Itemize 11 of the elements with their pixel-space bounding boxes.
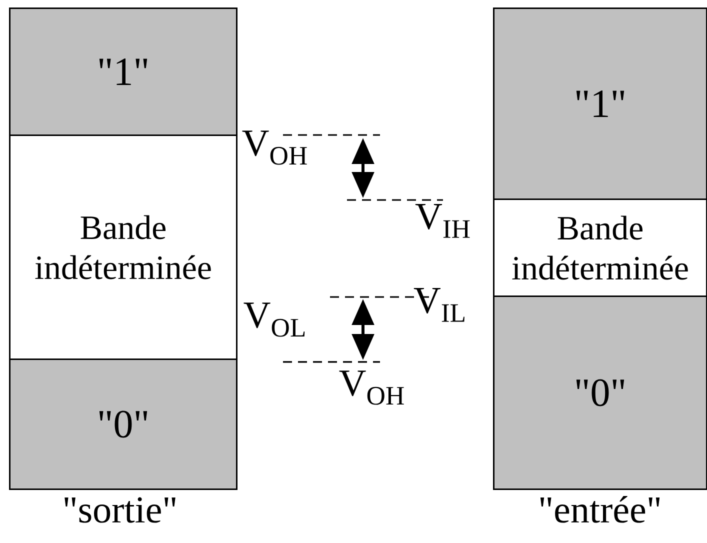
band-box: Bande indéterminée (9, 134, 238, 360)
level-label: V$_{IL}$ (414, 288, 464, 322)
level-label: V$_{OL}$ (244, 302, 305, 337)
level-label: V$_{OH}$ (242, 130, 307, 165)
band-box: "1" (9, 8, 238, 136)
band-box: "0" (493, 296, 707, 490)
level-label: V$_{OH}$ (339, 370, 404, 405)
level-label: V$_{IH}$ (415, 204, 470, 238)
band-box: Bande indéterminée (493, 198, 707, 297)
band-box: "0" (9, 358, 238, 490)
band-box: "1" (493, 8, 707, 200)
